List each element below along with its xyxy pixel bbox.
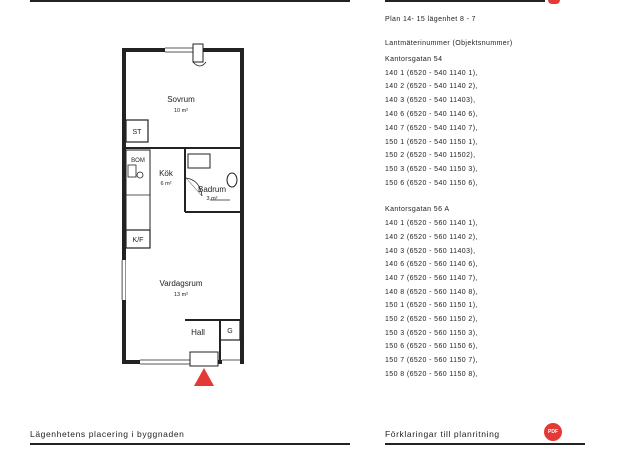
registry-heading: Lantmäterinummer (Objektsnummer) <box>385 40 513 47</box>
unit-line: 140 3 (6520 - 540 11403), <box>385 97 476 104</box>
entrance-arrow <box>194 368 214 386</box>
unit-line: 140 7 (6520 - 560 1140 7), <box>385 275 478 282</box>
label-g: G <box>227 328 232 335</box>
room-kok-area: 6 m² <box>161 181 172 187</box>
unit-line: 150 6 (6520 - 560 1150 6), <box>385 343 478 350</box>
plan-title: Plan 14- 15 lägenhet 8 - 7 <box>385 16 476 23</box>
room-vardagsrum-area: 13 m² <box>174 292 188 298</box>
unit-line: 150 3 (6520 - 540 1150 3), <box>385 166 478 173</box>
property-address: Kantorsgatan 56 A <box>385 206 450 213</box>
label-bom: BOM <box>131 158 145 164</box>
unit-line: 140 2 (6520 - 560 1140 2), <box>385 234 478 241</box>
unit-line: 140 1 (6520 - 540 1140 1), <box>385 70 478 77</box>
property-address: Kantorsgatan 54 <box>385 56 443 63</box>
room-hall-name: Hall <box>191 328 205 337</box>
footer-divider-right <box>385 443 585 445</box>
top-divider-right <box>385 0 545 2</box>
footer-divider-left <box>30 443 350 445</box>
unit-line: 140 8 (6520 - 560 1140 8), <box>385 289 478 296</box>
unit-line: 140 7 (6520 - 540 1140 7), <box>385 125 478 132</box>
placement-caption: Lägenhetens placering i byggnaden <box>30 429 185 439</box>
top-red-tab <box>548 0 560 4</box>
label-kf: K/F <box>133 237 144 244</box>
top-door <box>192 43 204 63</box>
legend-caption: Förklaringar till planritning <box>385 429 500 439</box>
pdf-icon[interactable]: PDF <box>544 423 562 441</box>
unit-line: 140 2 (6520 - 540 1140 2), <box>385 83 478 90</box>
unit-line: 150 1 (6520 - 540 1150 1), <box>385 139 478 146</box>
unit-line: 140 1 (6520 - 560 1140 1), <box>385 220 478 227</box>
room-kok-name: Kök <box>159 169 174 178</box>
unit-line: 140 6 (6520 - 540 1140 6), <box>385 111 478 118</box>
top-divider-left <box>30 0 350 2</box>
unit-line: 140 3 (6520 - 560 11403), <box>385 248 476 255</box>
label-st: ST <box>133 129 143 136</box>
unit-line: 150 7 (6520 - 560 1150 7), <box>385 357 478 364</box>
unit-line: 150 8 (6520 - 560 1150 8), <box>385 371 478 378</box>
room-badrum-name: Badrum <box>198 185 226 194</box>
unit-line: 150 2 (6520 - 540 11502), <box>385 152 476 159</box>
room-badrum-area: 3 m² <box>207 196 218 202</box>
unit-line: 150 2 (6520 - 560 1150 2), <box>385 316 478 323</box>
unit-line: 150 1 (6520 - 560 1150 1), <box>385 302 478 309</box>
room-sovrum-area: 10 m² <box>174 108 188 114</box>
unit-line: 150 3 (6520 - 560 1150 3), <box>385 330 478 337</box>
room-sovrum-name: Sovrum <box>167 95 195 104</box>
unit-line: 140 6 (6520 - 560 1140 6), <box>385 261 478 268</box>
room-vardagsrum-name: Vardagsrum <box>160 279 203 288</box>
unit-line: 150 6 (6520 - 540 1150 6), <box>385 180 478 187</box>
